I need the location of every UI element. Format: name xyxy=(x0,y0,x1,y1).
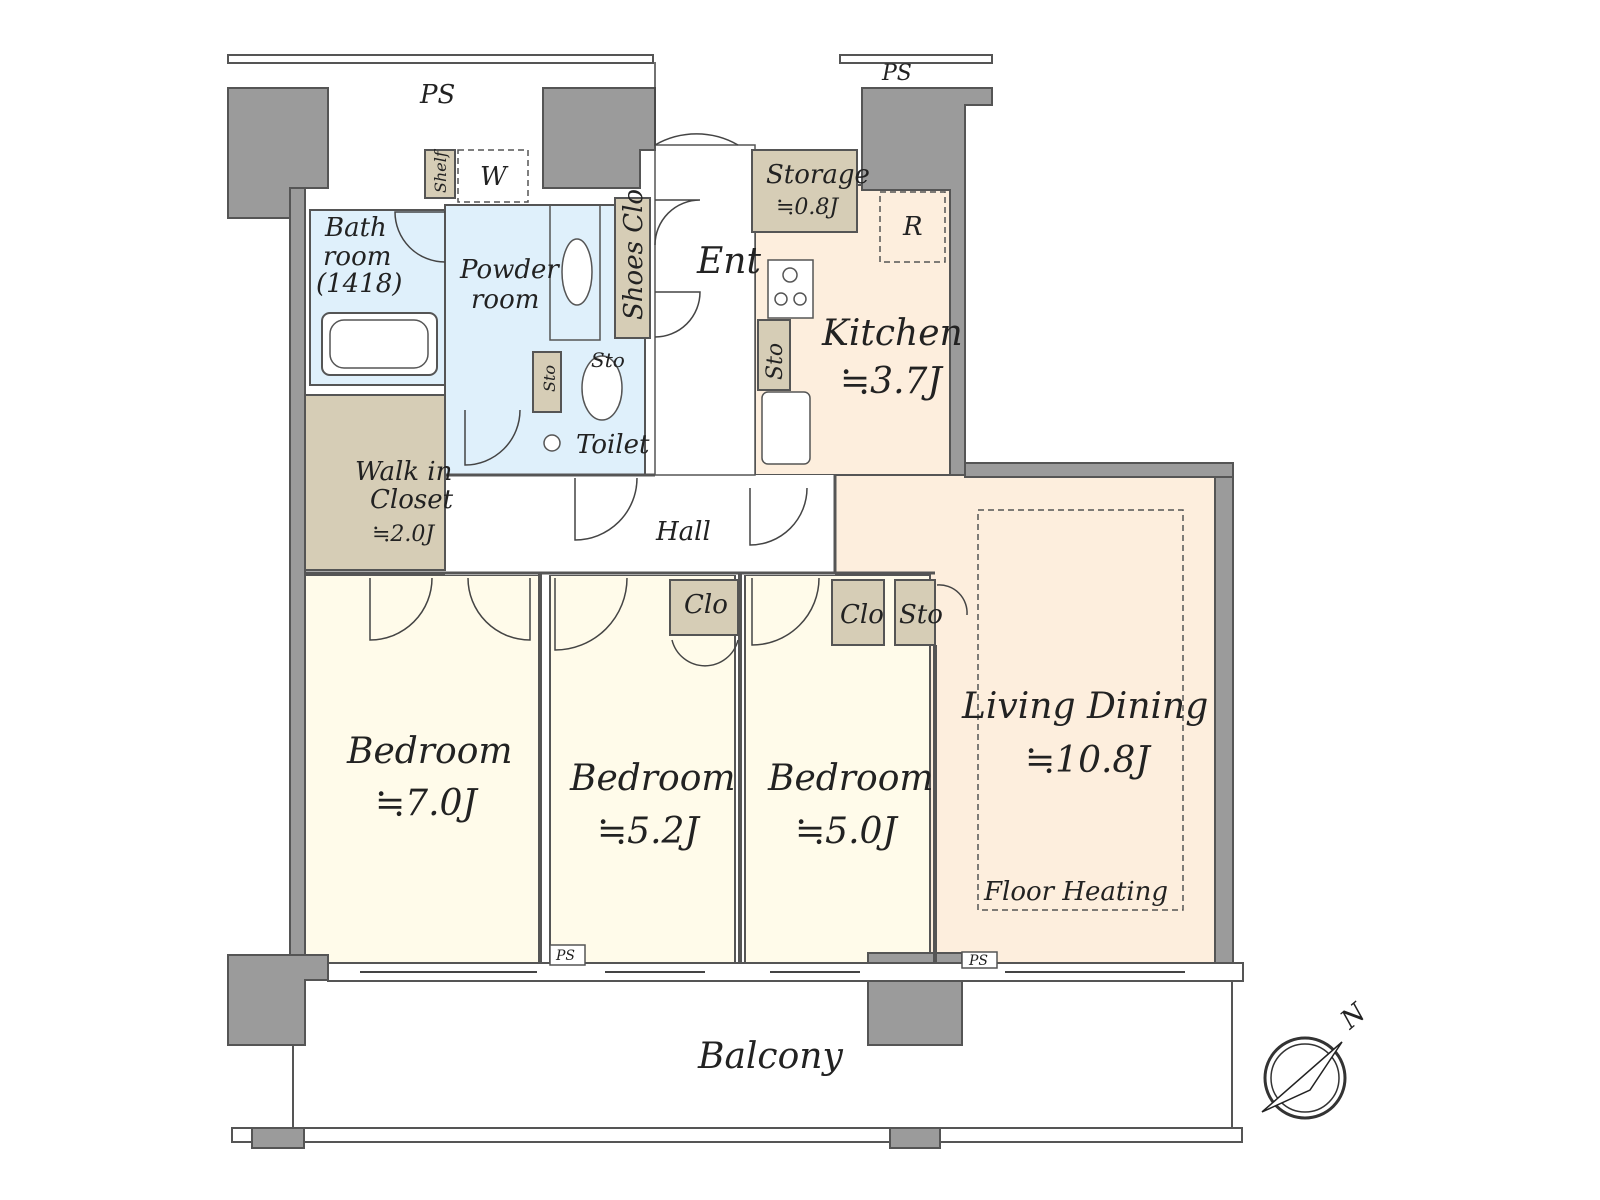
label-fridge: R xyxy=(902,212,923,242)
stove-burner-1-icon xyxy=(782,267,798,283)
label-storage-2: ≒0.8J xyxy=(776,195,839,220)
wall-top-ps-right xyxy=(839,54,993,64)
label-entrance: Ent xyxy=(696,241,761,282)
powder-room-fill xyxy=(444,204,646,476)
label-clo-bed2: Clo xyxy=(684,590,728,620)
door-bed1-wic[interactable] xyxy=(369,577,433,641)
label-ps-bottom-right: PS xyxy=(968,953,988,969)
stove-burner-2-icon xyxy=(774,292,788,306)
label-living-2: ≒10.8J xyxy=(1025,740,1152,781)
door-entrance[interactable] xyxy=(654,62,739,147)
label-shelf: Shelf xyxy=(431,148,450,193)
door-living-sto[interactable] xyxy=(936,584,968,616)
balcony-post-right xyxy=(889,1127,941,1149)
door-bed2[interactable] xyxy=(554,577,628,651)
wall-column-bottom-left xyxy=(227,954,329,1046)
label-shoes-clo: Shoes Clo xyxy=(619,189,649,320)
label-toilet-sto-left: Sto xyxy=(540,365,559,392)
door-bed1[interactable] xyxy=(467,577,531,641)
wall-column-top-left xyxy=(227,87,329,219)
label-ps-bottom-mid: PS xyxy=(555,948,575,964)
entrance-fill xyxy=(654,144,756,476)
balcony-rail xyxy=(231,1127,1243,1143)
label-bath-1: Bath xyxy=(324,213,387,243)
label-toilet: Toilet xyxy=(576,430,650,460)
door-hall-kitchen[interactable] xyxy=(749,487,808,546)
label-bath-3: (1418) xyxy=(316,269,402,299)
stove-icon xyxy=(767,259,814,319)
label-bed1-name: Bedroom xyxy=(346,731,513,772)
label-kitchen-sto: Sto xyxy=(763,343,788,380)
label-bed3-name: Bedroom xyxy=(767,758,934,799)
bathtub-icon xyxy=(321,312,438,376)
kitchen-sink-icon xyxy=(761,391,811,465)
door-shoes-closet-lower[interactable] xyxy=(654,291,701,338)
label-floor-heating: Floor Heating xyxy=(983,877,1168,907)
toilet-bowl-icon xyxy=(581,355,623,421)
fridge-zone xyxy=(879,191,946,263)
label-bed3-size: ≒5.0J xyxy=(795,811,899,852)
wall-living-top xyxy=(964,462,1234,478)
toilet-handbasin-icon xyxy=(543,434,561,452)
label-storage-1: Storage xyxy=(766,160,870,190)
label-living-1: Living Dining xyxy=(961,686,1208,727)
stove-burner-3-icon xyxy=(793,292,807,306)
label-ps-top-right: PS xyxy=(881,61,912,86)
label-north: N xyxy=(1334,997,1372,1036)
label-bath-2: room xyxy=(323,242,391,272)
label-kitchen-1: Kitchen xyxy=(821,313,963,354)
label-kitchen-2: ≒3.7J xyxy=(840,361,944,402)
label-washer: W xyxy=(480,162,509,192)
door-powder[interactable] xyxy=(464,409,521,466)
kitchen-sto xyxy=(757,319,791,391)
wall-right-outer xyxy=(1214,464,1234,966)
powder-sink-icon xyxy=(561,238,593,306)
label-ps-top-left: PS xyxy=(419,80,455,110)
bedroom-1-fill xyxy=(304,574,541,966)
label-powder-1: Powder xyxy=(459,255,560,285)
bed3-clo-box xyxy=(831,579,885,646)
storage-box xyxy=(751,149,858,233)
label-powder-2: room xyxy=(471,285,539,315)
living-sto-box xyxy=(894,579,936,646)
compass-needle-tail-icon xyxy=(1261,1041,1343,1113)
label-balcony: Balcony xyxy=(697,1036,843,1077)
door-bath[interactable] xyxy=(394,211,446,263)
floor-heating-zone xyxy=(977,509,1184,911)
door-bed3[interactable] xyxy=(751,577,820,646)
shelf-box xyxy=(424,149,456,199)
bed2-clo-box xyxy=(669,579,739,636)
shoes-closet xyxy=(614,197,651,339)
door-toilet[interactable] xyxy=(574,477,638,541)
label-wic-2: Closet xyxy=(370,485,454,515)
wall-left-outer xyxy=(289,187,306,964)
label-hall: Hall xyxy=(655,517,711,547)
powder-sink-counter-icon xyxy=(549,204,601,341)
ps-box-bottom-right xyxy=(961,951,998,969)
door-bed2-clo[interactable] xyxy=(671,639,739,667)
wall-column-top-mid xyxy=(542,87,656,189)
toilet-sto-left xyxy=(532,351,562,413)
label-wic-1: Walk in xyxy=(355,457,452,487)
wall-top-ps-left xyxy=(227,54,654,64)
washer-zone xyxy=(457,149,529,203)
balcony-post-left xyxy=(251,1127,305,1149)
hall-fill xyxy=(445,475,835,575)
compass-inner-icon xyxy=(1270,1043,1340,1113)
ps-box-bottom-mid xyxy=(549,944,586,966)
label-bed2-name: Bedroom xyxy=(569,758,736,799)
label-bed1-size: ≒7.0J xyxy=(375,783,479,824)
door-shoes-closet-upper[interactable] xyxy=(654,199,701,246)
label-wic-3: ≒2.0J xyxy=(372,522,435,547)
bathtub-inner-icon xyxy=(329,319,429,369)
label-sto-living: Sto xyxy=(899,600,943,630)
bedroom-2-fill xyxy=(549,574,736,966)
label-clo-bed3: Clo xyxy=(840,600,884,630)
label-bed2-size: ≒5.2J xyxy=(597,811,701,852)
label-toilet-sto-top: Sto xyxy=(591,348,625,372)
compass xyxy=(1261,1036,1347,1120)
